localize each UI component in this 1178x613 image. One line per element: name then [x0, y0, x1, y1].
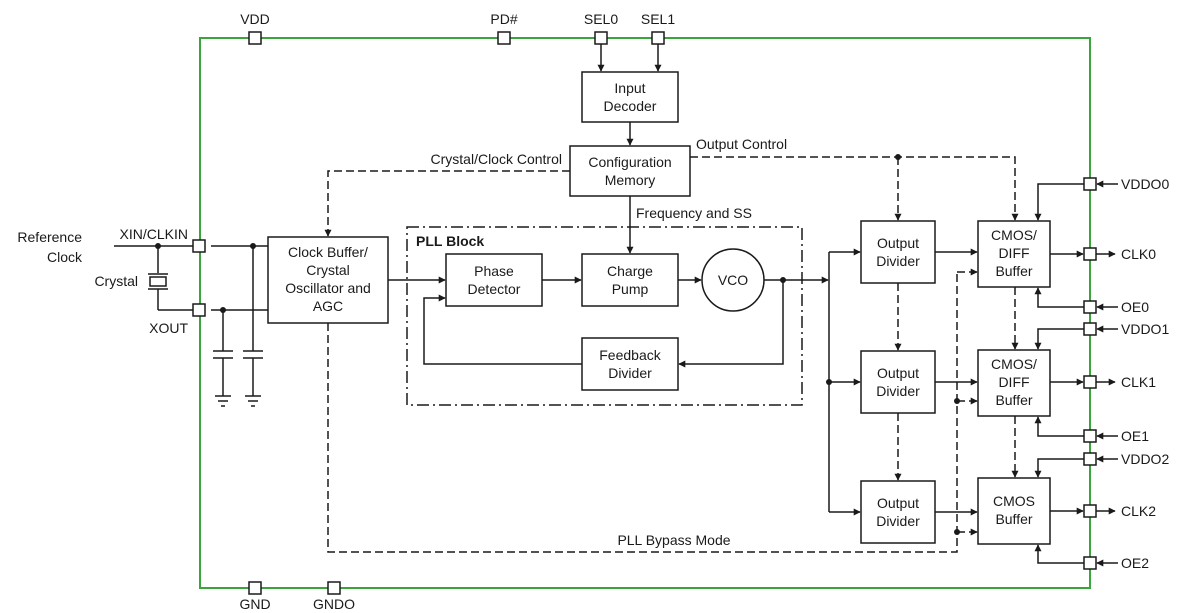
- output-divider-0: Output Divider: [860, 220, 936, 284]
- clock-buffer-line2: Crystal: [306, 262, 350, 278]
- pin-pd: PD#: [490, 11, 518, 45]
- config-memory-line1: Configuration: [588, 154, 671, 170]
- pll-block-boundary: [406, 226, 803, 406]
- output-divider-2-line2: Divider: [876, 513, 920, 529]
- cmos-diff-buffer-1: CMOS/ DIFF Buffer: [977, 349, 1051, 417]
- pin-sel1-label: SEL1: [641, 11, 675, 27]
- buffer2-line2: Buffer: [995, 511, 1032, 527]
- pin-vdd: VDD: [240, 11, 270, 45]
- phase-detector-line1: Phase: [474, 263, 514, 279]
- pin-gndo-label: GNDO: [313, 596, 355, 612]
- reference-clock-label-line2: Clock: [47, 249, 83, 265]
- pin-sel0-label: SEL0: [584, 11, 618, 27]
- cmos-diff-buffer-0: CMOS/ DIFF Buffer: [977, 220, 1051, 288]
- feedback-divider-line1: Feedback: [599, 347, 661, 363]
- buffer0-line3: Buffer: [995, 263, 1032, 279]
- input-decoder-line2: Decoder: [604, 98, 657, 114]
- control-dashed-wires: [324, 156, 1019, 553]
- frequency-ss-label: Frequency and SS: [636, 205, 752, 221]
- xin-clkin-label: XIN/CLKIN: [120, 226, 188, 242]
- xout-label: XOUT: [149, 320, 188, 336]
- pll-block-label: PLL Block: [416, 233, 484, 249]
- buffer1-line3: Buffer: [995, 392, 1032, 408]
- pin-clk2-label: CLK2: [1121, 503, 1156, 519]
- output-divider-0-line1: Output: [877, 235, 919, 251]
- charge-pump-line1: Charge: [607, 263, 653, 279]
- signal-wires: [114, 44, 1118, 567]
- charge-pump-line2: Pump: [612, 281, 649, 297]
- output-divider-1-line1: Output: [877, 365, 919, 381]
- pin-gndo: GNDO: [313, 581, 355, 612]
- output-divider-2-line1: Output: [877, 495, 919, 511]
- pin-pd-label: PD#: [490, 11, 517, 27]
- feedback-divider-line2: Divider: [608, 365, 652, 381]
- clock-buffer-line3: Oscillator and: [285, 280, 371, 296]
- crystal-label: Crystal: [94, 273, 138, 289]
- output-divider-2: Output Divider: [860, 480, 936, 544]
- pin-clk1-label: CLK1: [1121, 374, 1156, 390]
- output-divider-0-line2: Divider: [876, 253, 920, 269]
- buffer0-line2: DIFF: [998, 245, 1029, 261]
- feedback-divider-block: Feedback Divider: [581, 337, 679, 391]
- pin-xout: [192, 303, 206, 317]
- crystal-clock-control-label: Crystal/Clock Control: [431, 151, 562, 167]
- pin-sel0: SEL0: [584, 11, 618, 45]
- output-divider-1-line2: Divider: [876, 383, 920, 399]
- configuration-memory-block: Configuration Memory: [569, 145, 691, 197]
- buffer1-line1: CMOS/: [991, 356, 1037, 372]
- pin-vdd-label: VDD: [240, 11, 270, 27]
- buffer1-line2: DIFF: [998, 374, 1029, 390]
- right-pins: [1083, 177, 1097, 570]
- pin-sel1: SEL1: [641, 11, 675, 45]
- clock-buffer-line4: AGC: [313, 298, 343, 314]
- input-decoder-line1: Input: [614, 80, 645, 96]
- cmos-buffer-2: CMOS Buffer: [977, 477, 1051, 545]
- pin-vddo1-label: VDDO1: [1121, 321, 1169, 337]
- pin-gnd-label: GND: [239, 596, 270, 612]
- pin-xin: [192, 239, 206, 253]
- pin-oe2-label: OE2: [1121, 555, 1149, 571]
- clock-buffer-line1: Clock Buffer/: [288, 244, 368, 260]
- vco-block: VCO: [701, 248, 765, 312]
- pll-bypass-mode-label: PLL Bypass Mode: [617, 532, 730, 548]
- output-control-label: Output Control: [696, 136, 787, 152]
- output-divider-1: Output Divider: [860, 350, 936, 414]
- buffer0-line1: CMOS/: [991, 227, 1037, 243]
- phase-detector-block: Phase Detector: [445, 253, 543, 307]
- charge-pump-block: Charge Pump: [581, 253, 679, 307]
- clock-buffer-oscillator-block: Clock Buffer/ Crystal Oscillator and AGC: [267, 236, 389, 324]
- config-memory-line2: Memory: [605, 172, 656, 188]
- vco-label: VCO: [718, 272, 748, 288]
- junction-dots: [155, 154, 960, 535]
- pin-oe1-label: OE1: [1121, 428, 1149, 444]
- pin-vddo2-label: VDDO2: [1121, 451, 1169, 467]
- reference-clock-label-line1: Reference: [17, 229, 82, 245]
- phase-detector-line2: Detector: [468, 281, 521, 297]
- pin-clk0-label: CLK0: [1121, 246, 1156, 262]
- input-decoder-block: Input Decoder: [581, 71, 679, 123]
- buffer2-line1: CMOS: [993, 493, 1035, 509]
- pin-oe0-label: OE0: [1121, 299, 1149, 315]
- pin-gnd: GND: [239, 581, 271, 612]
- pin-vddo0-label: VDDO0: [1121, 176, 1169, 192]
